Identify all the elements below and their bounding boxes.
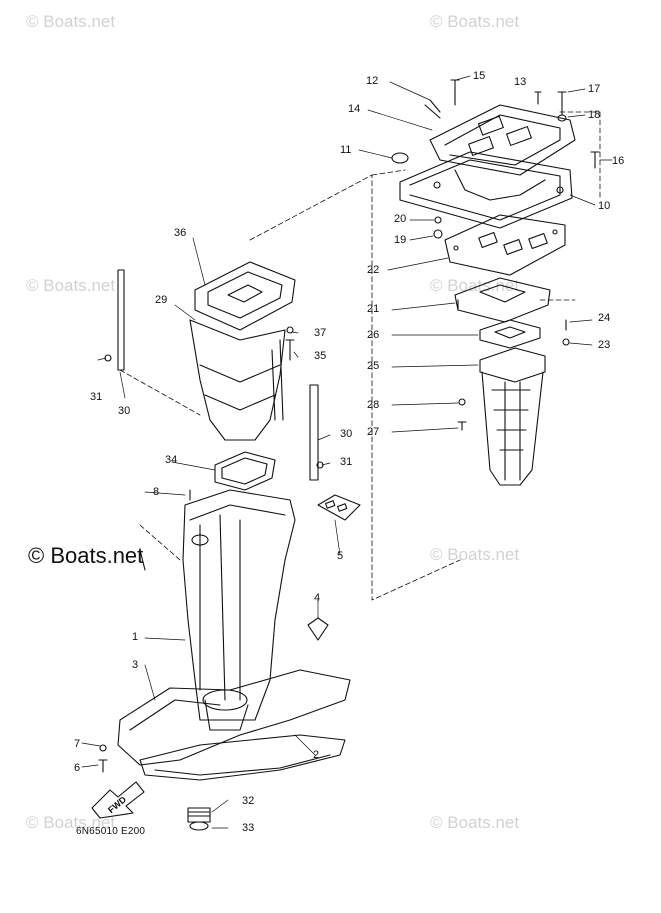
callout-2: 2 bbox=[313, 749, 320, 761]
callout-22: 22 bbox=[367, 264, 380, 276]
exhaust-pipe bbox=[479, 347, 546, 486]
rubber-strip-right bbox=[309, 384, 319, 481]
callout-23: 23 bbox=[598, 339, 611, 351]
callout-21: 21 bbox=[367, 303, 380, 315]
lower-cover bbox=[139, 734, 346, 781]
watermark-bottom-right: © Boats.net bbox=[430, 813, 520, 832]
callout-1: 1 bbox=[132, 631, 139, 643]
fwd-label: FWD bbox=[106, 794, 129, 815]
callout-13: 13 bbox=[514, 76, 527, 88]
callout-18: 18 bbox=[588, 109, 601, 121]
callout-28: 28 bbox=[367, 399, 380, 411]
watermark-center-right: © Boats.net bbox=[430, 545, 520, 564]
leader-lines bbox=[81, 75, 613, 829]
fwd-arrow-icon bbox=[91, 781, 145, 819]
callout-36: 32 bbox=[242, 795, 255, 807]
plug-4 bbox=[307, 617, 329, 641]
drive-shaft-housing bbox=[182, 489, 296, 731]
rubber-mount-5 bbox=[317, 494, 361, 521]
callout-12: 12 bbox=[366, 75, 379, 87]
gasket-small bbox=[479, 319, 541, 349]
watermark-main: © Boats.net bbox=[28, 543, 144, 568]
upper-casing bbox=[189, 261, 296, 441]
callout-32: 34 bbox=[165, 454, 178, 466]
callout-30-right: 30 bbox=[340, 428, 353, 440]
diagram-code: 6N65010 E200 bbox=[76, 826, 146, 837]
callout-7: 7 bbox=[74, 738, 81, 750]
callout-25: 25 bbox=[367, 360, 380, 372]
watermark-mid-left: © Boats.net bbox=[26, 276, 116, 295]
callout-29: 29 bbox=[155, 294, 168, 306]
watermark-bottom-left: © Boats.net bbox=[26, 813, 116, 832]
lower-gasket bbox=[214, 451, 276, 491]
callout-3: 3 bbox=[132, 659, 139, 671]
callout-19: 19 bbox=[394, 234, 407, 246]
callout-24: 24 bbox=[598, 312, 611, 324]
callout-5: 5 bbox=[337, 550, 344, 562]
callout-31-right: 31 bbox=[340, 456, 353, 468]
rubber-strip-left bbox=[117, 269, 125, 371]
watermark-top-right: © Boats.net bbox=[430, 12, 520, 31]
exhaust-manifold bbox=[454, 277, 551, 323]
callout-27: 27 bbox=[367, 426, 380, 438]
callout-34: 35 bbox=[314, 350, 327, 362]
callout-37: 33 bbox=[242, 822, 255, 834]
callout-31-left: 31 bbox=[90, 391, 103, 403]
callout-20: 20 bbox=[394, 213, 407, 225]
callout-4: 4 bbox=[314, 592, 321, 604]
callout-6: 6 bbox=[74, 762, 81, 774]
callout-16: 16 bbox=[612, 155, 625, 167]
anti-cavitation-plate bbox=[117, 669, 351, 766]
callout-15: 15 bbox=[473, 70, 486, 82]
exhaust-guide-plate bbox=[399, 104, 576, 229]
callout-17: 17 bbox=[588, 83, 601, 95]
callout-35: 37 bbox=[314, 327, 327, 339]
assembly-guide-lines bbox=[119, 111, 601, 601]
fasteners bbox=[98, 79, 600, 831]
callout-8: 8 bbox=[153, 486, 160, 498]
callout-30-left: 30 bbox=[118, 405, 131, 417]
callout-26: 26 bbox=[367, 329, 380, 341]
watermark-top-left: © Boats.net bbox=[26, 12, 116, 31]
callout-10: 10 bbox=[598, 200, 611, 212]
watermark-mid-right: © Boats.net bbox=[430, 276, 520, 295]
callout-33: 36 bbox=[174, 227, 187, 239]
callout-11: 11 bbox=[340, 144, 352, 156]
callout-14: 14 bbox=[348, 103, 361, 115]
gasket-plate bbox=[444, 214, 566, 276]
